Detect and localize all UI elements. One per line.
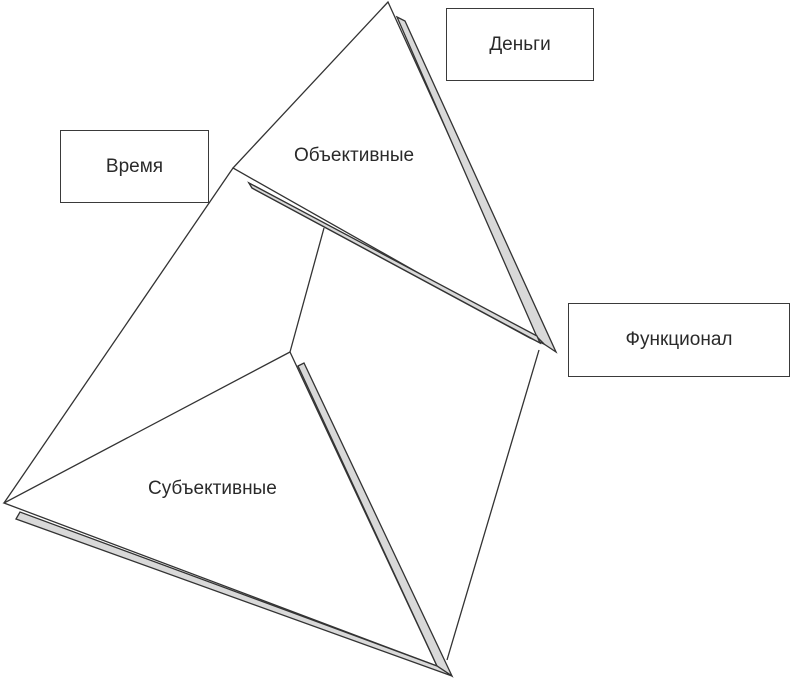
money-label: Деньги xyxy=(489,33,551,55)
objective-label: Объективные xyxy=(294,145,415,166)
subjective-triangle xyxy=(2,351,439,668)
time-box: Время xyxy=(60,130,209,203)
time-label: Время xyxy=(105,155,164,177)
money-box: Деньги xyxy=(446,8,594,81)
center-connector xyxy=(289,227,325,353)
objective-right-shadow xyxy=(395,15,558,354)
subjective-label: Субъективные xyxy=(148,478,277,499)
left-edge xyxy=(3,167,234,504)
subjective-bottom-shadow xyxy=(15,511,453,677)
right-edge xyxy=(446,349,540,661)
functionality-label: Функционал xyxy=(625,329,733,350)
functionality-box: Функционал xyxy=(568,303,790,377)
